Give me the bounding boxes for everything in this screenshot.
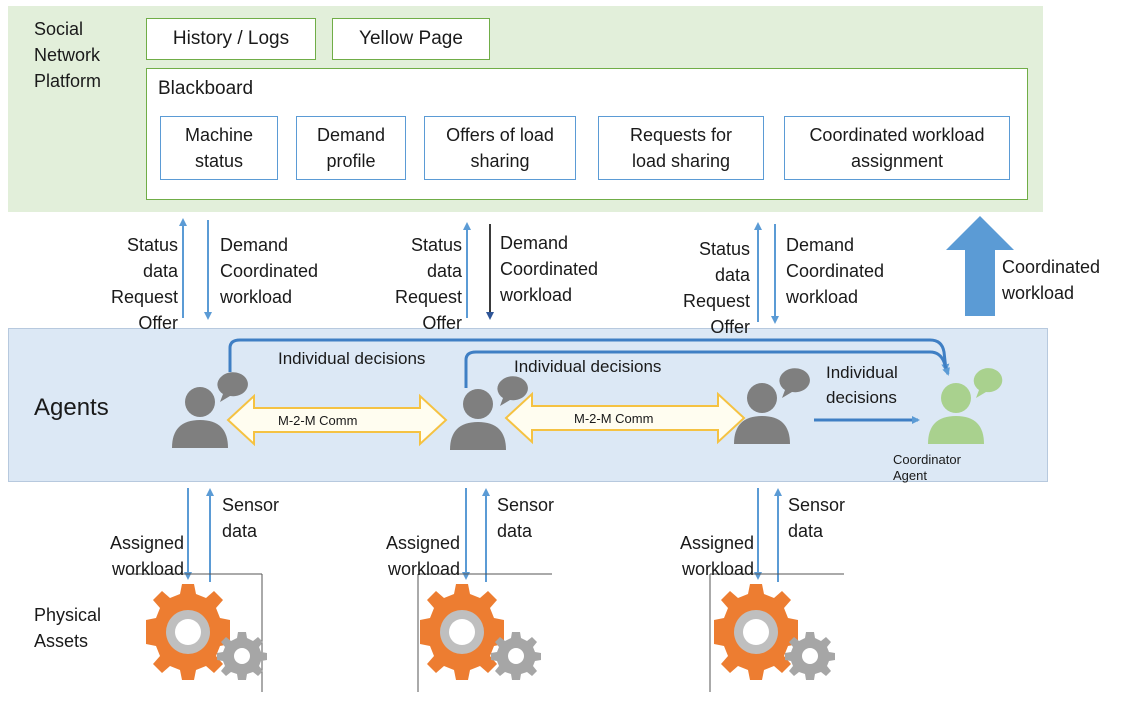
agent-1-icon bbox=[172, 372, 248, 448]
individual-decisions-arrow-1 bbox=[228, 338, 950, 372]
blackboard-item-requests-load-sharing: Requests for load sharing bbox=[598, 116, 764, 180]
asset-1-sensor-label: Sensor data bbox=[222, 495, 280, 541]
physical-assets-layer-label: Physical Assets bbox=[34, 605, 102, 651]
m2m-label-2: M-2-M Comm bbox=[574, 411, 654, 426]
yellow-page-box: Yellow Page bbox=[332, 18, 490, 60]
m2m-label-1: M-2-M Comm bbox=[278, 413, 358, 428]
link-arrows-group-3 bbox=[754, 222, 779, 324]
platform-layer-label: Social Network Platform bbox=[34, 19, 102, 91]
link-arrows-group-1 bbox=[179, 218, 212, 320]
m2m-arrow-1 bbox=[226, 393, 448, 447]
m2m-arrow-2 bbox=[504, 391, 746, 445]
individual-decisions-label-3: Individual decisions bbox=[826, 363, 898, 407]
link-arrows-group-2 bbox=[463, 222, 494, 320]
individual-decisions-arrow-2 bbox=[464, 350, 950, 388]
asset-link-arrows-1 bbox=[184, 488, 214, 582]
asset-link-arrows-2 bbox=[462, 488, 490, 582]
link-1-down-label: Demand Coordinated workload bbox=[220, 235, 319, 307]
blackboard-item-offers-load-sharing: Offers of load sharing bbox=[424, 116, 576, 180]
individual-decisions-label-2: Individual decisions bbox=[514, 357, 662, 376]
link-3-down-label: Demand Coordinated workload bbox=[786, 235, 885, 307]
blackboard-item-coordinated-assignment: Coordinated workload assignment bbox=[784, 116, 1010, 180]
physical-asset-1-gears-icon bbox=[146, 584, 267, 680]
blackboard-item-demand-profile: Demand profile bbox=[296, 116, 406, 180]
asset-3-sensor-label: Sensor data bbox=[788, 495, 846, 541]
asset-frames bbox=[128, 573, 844, 692]
link-3-up-label: Status data Request Offer bbox=[682, 239, 750, 337]
asset-2-sensor-label: Sensor data bbox=[497, 495, 555, 541]
link-2-down-label: Demand Coordinated workload bbox=[500, 233, 599, 305]
history-logs-box: History / Logs bbox=[146, 18, 316, 60]
blackboard-title: Blackboard bbox=[158, 78, 254, 99]
agent-2-icon bbox=[450, 376, 528, 450]
physical-asset-2-gears-icon bbox=[420, 584, 541, 680]
physical-asset-3-gears-icon bbox=[714, 584, 835, 680]
asset-1-assigned-label: Assigned workload bbox=[109, 533, 184, 579]
coordinated-workload-big-arrow bbox=[946, 216, 1014, 316]
link-2-up-label: Status data Request Offer bbox=[394, 235, 462, 333]
asset-link-arrows-3 bbox=[754, 488, 782, 582]
agents-layer-label: Agents bbox=[34, 394, 109, 421]
link-1-up-label: Status data Request Offer bbox=[110, 235, 178, 333]
asset-2-assigned-label: Assigned workload bbox=[385, 533, 460, 579]
asset-3-assigned-label: Assigned workload bbox=[679, 533, 754, 579]
individual-decisions-label-1: Individual decisions bbox=[278, 349, 426, 368]
coordinator-agent-label: Coordinator Agent bbox=[893, 452, 961, 483]
blackboard-item-machine-status: Machine status bbox=[160, 116, 278, 180]
coordinated-workload-label: Coordinated workload bbox=[1002, 257, 1101, 303]
agent-3-icon bbox=[734, 368, 810, 444]
coordinator-agent-icon bbox=[928, 368, 1003, 444]
